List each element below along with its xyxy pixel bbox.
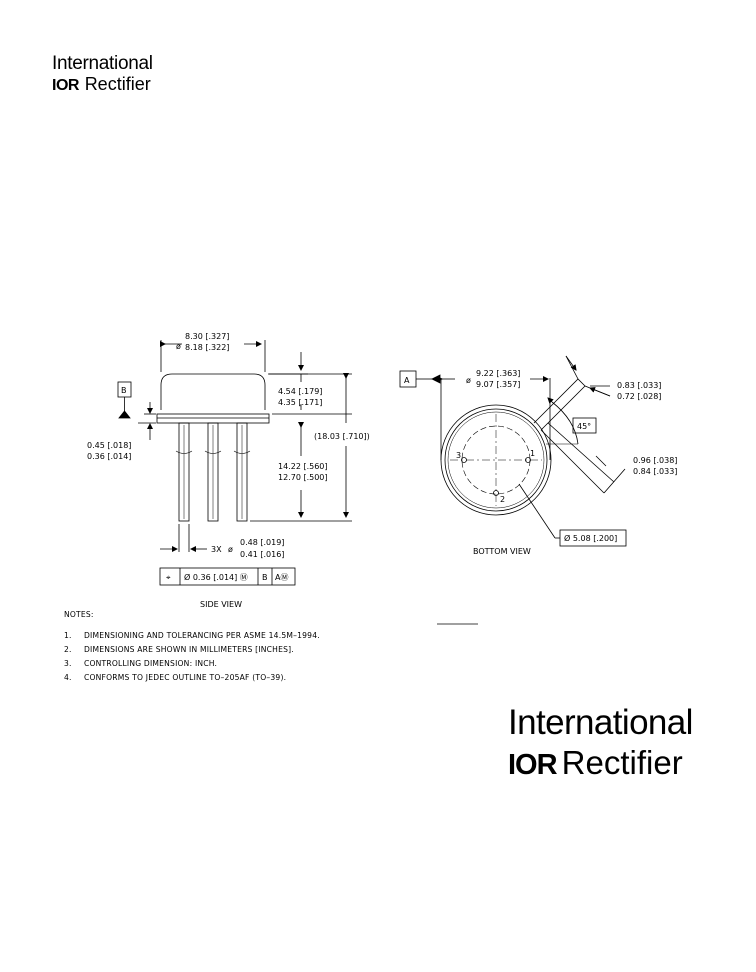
notes-title: NOTES: bbox=[64, 610, 94, 619]
side-view-flange bbox=[156, 413, 270, 424]
side-view-cap bbox=[160, 373, 266, 410]
flange-min: 0.36 [.014] bbox=[87, 452, 131, 461]
bottom-view-label: BOTTOM VIEW bbox=[473, 547, 531, 556]
side-dia-max: 8.30 [.327] bbox=[185, 332, 229, 341]
side-view-label: SIDE VIEW bbox=[200, 600, 242, 609]
fcf-tolerance: Ø 0.36 [.014] Ⓜ bbox=[184, 572, 248, 582]
cap-height-min: 4.35 [.171] bbox=[278, 398, 322, 407]
header-logo-rectifier: Rectifier bbox=[84, 74, 151, 94]
lead-count: 3X bbox=[211, 545, 222, 554]
pin-label-1: 1 bbox=[530, 449, 535, 458]
flange-max: 0.45 [.018] bbox=[87, 441, 131, 450]
pin-circle-dim: Ø 5.08 [.200] bbox=[564, 533, 617, 543]
fcf-position-symbol: ⌖ bbox=[166, 573, 171, 582]
tab-length-min: 0.84 [.033] bbox=[633, 467, 677, 476]
bottom-view-pins bbox=[461, 457, 531, 496]
note-item: 1.DIMENSIONING AND TOLERANCING PER ASME … bbox=[64, 631, 320, 640]
pin-label-2: 2 bbox=[500, 495, 505, 504]
side-dia-symbol: ø bbox=[176, 342, 181, 351]
notes: NOTES: 1.DIMENSIONING AND TOLERANCING PE… bbox=[64, 610, 320, 687]
bottom-view-tab bbox=[533, 378, 586, 431]
lead-length-max: 14.22 [.560] bbox=[278, 462, 328, 471]
bv-dia-max: 9.22 [.363] bbox=[476, 369, 520, 378]
bv-dia-symbol: ø bbox=[466, 376, 471, 385]
tab-width-max: 0.83 [.033] bbox=[617, 381, 661, 390]
tab-angle: 45° bbox=[577, 422, 591, 431]
overall-length: (18.03 [.710]) bbox=[314, 432, 370, 441]
header-logo-international: International bbox=[52, 53, 153, 74]
datum-b-label: B bbox=[121, 386, 127, 395]
pin-label-3: 3 bbox=[456, 451, 461, 460]
tab-length-max: 0.96 [.038] bbox=[633, 456, 677, 465]
lead-length-min: 12.70 [.500] bbox=[278, 473, 328, 482]
lead-dia-min: 0.41 [.016] bbox=[240, 550, 284, 559]
footer-logo-rectifier-line: IOR Rectifier bbox=[508, 746, 693, 780]
note-item: 2.DIMENSIONS ARE SHOWN IN MILLIMETERS [I… bbox=[64, 645, 294, 654]
fcf-datum-b: B bbox=[262, 573, 268, 582]
footer-logo-rectifier: Rectifier bbox=[561, 744, 683, 781]
tab-width-min: 0.72 [.028] bbox=[617, 392, 661, 401]
note-item: 3.CONTROLLING DIMENSION: INCH. bbox=[64, 659, 218, 668]
side-dia-min: 8.18 [.322] bbox=[185, 343, 229, 352]
side-view-leads bbox=[175, 422, 251, 522]
datum-a-label: A bbox=[404, 376, 410, 385]
footer-logo: International IOR Rectifier bbox=[508, 705, 693, 780]
header-logo: International IOR Rectifier bbox=[52, 54, 153, 94]
cap-height-max: 4.54 [.179] bbox=[278, 387, 322, 396]
fcf-datum-a: AⓂ bbox=[275, 573, 288, 582]
footer-logo-ior-mark: IOR bbox=[508, 749, 558, 781]
header-logo-ior-mark: IOR bbox=[52, 77, 79, 94]
bv-dia-min: 9.07 [.357] bbox=[476, 380, 520, 389]
note-item: 4.CONFORMS TO JEDEC OUTLINE TO–205AF (TO… bbox=[64, 673, 287, 682]
header-logo-rectifier-line: IOR Rectifier bbox=[52, 75, 153, 94]
lead-dia-max: 0.48 [.019] bbox=[240, 538, 284, 547]
lead-dia-symbol: ø bbox=[228, 545, 233, 554]
footer-logo-international: International bbox=[508, 703, 693, 742]
